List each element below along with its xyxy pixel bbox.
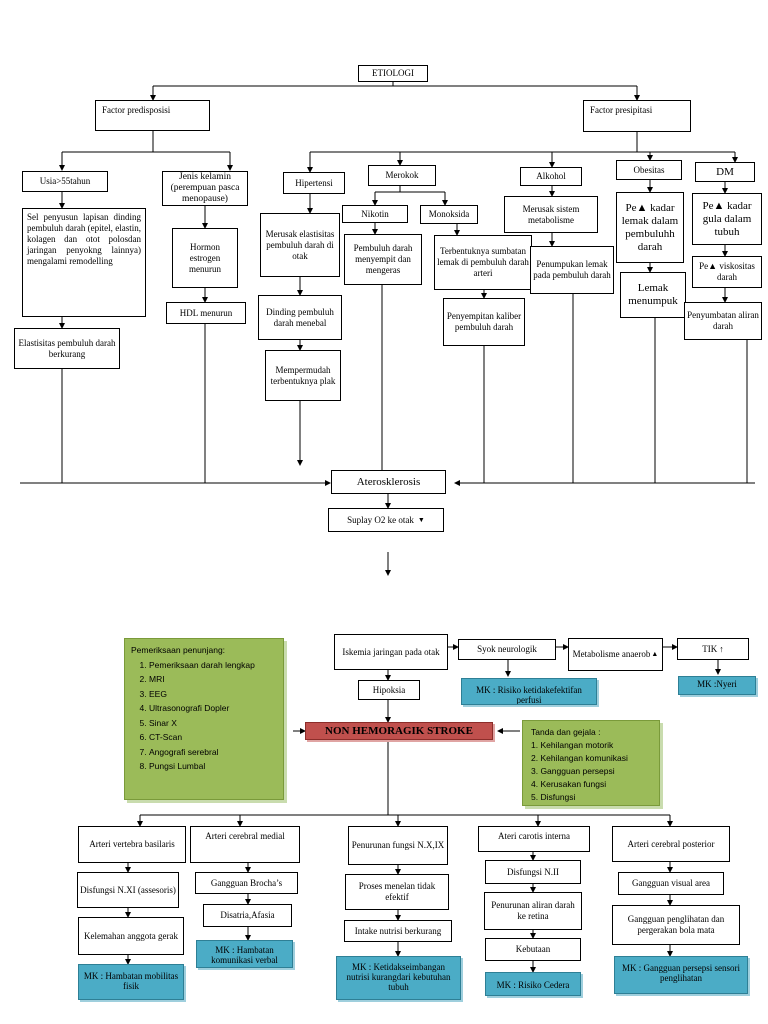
sumbatan-box: Terbentuknya sumbatan lemak di pembuluh … <box>434 235 532 290</box>
mk-persepsi-box: MK : Gangguan persepsi sensori penglihat… <box>614 956 748 994</box>
nikotin-box: Nikotin <box>342 205 408 223</box>
disfungsi-ii-box: Disfungsi N.II <box>485 860 581 884</box>
metabolisme-anaerob-box: Metabolisme anaerob ▲ <box>568 638 663 671</box>
gejala-item: 5. Disfungsi <box>531 792 576 802</box>
pemeriksaan-item: MRI <box>149 672 277 687</box>
factor-presipitasi-box: Factor presipitasi <box>583 100 691 132</box>
mk-nutrisi-box: MK : Ketidakseimbangan nutrisi kurangdar… <box>336 956 461 1000</box>
kadar-gula-box: Pe▲ kadar gula dalam tubuh <box>692 193 762 245</box>
merusak-sistem-box: Merusak sistem metabolisme <box>504 196 598 233</box>
sel-penyusun-box: Sel penyusun lapisan dinding pembuluh da… <box>22 208 146 317</box>
pembuluh-menyempit-box: Pembuluh darah menyempit dan mengeras <box>344 234 422 285</box>
mempermudah-box: Mempermudah terbentuknya plak <box>265 350 341 401</box>
suplay-o2-box: Suplay O2 ke otak ▼ <box>328 508 444 532</box>
dinding-box: Dinding pembuluh darah menebal <box>258 295 342 340</box>
factor-predisposisi-box: Factor predisposisi <box>95 100 210 131</box>
tanda-gejala-box: Tanda dan gejala : 1. Kehilangan motorik… <box>522 720 660 806</box>
mk-perfusi-box: MK : Risiko ketidakefektifan perfusi <box>461 678 597 705</box>
proses-menelan-box: Proses menelan tidak efektif <box>345 874 449 910</box>
iskemia-box: Iskemia jaringan pada otak <box>334 634 448 670</box>
metabolisme-label: Metabolisme anaerob <box>572 649 651 659</box>
mk-cedera-box: MK : Risiko Cedera <box>485 972 581 996</box>
arteri-vertebra-box: Arteri vertebra basilaris <box>78 826 186 863</box>
pemeriksaan-list: Pemeriksaan darah lengkap MRI EEG Ultras… <box>131 658 277 774</box>
gejala-item: 2. Kehilangan komunikasi <box>531 753 628 763</box>
pemeriksaan-item: Ultrasonografi Dopler <box>149 701 277 716</box>
non-hemoragik-stroke-banner: NON HEMORAGIK STROKE <box>305 722 493 740</box>
tik-box: TIK ↑ <box>677 638 749 660</box>
hipertensi-box: Hipertensi <box>283 172 345 194</box>
viskositas-box: Pe▲ viskositas darah <box>692 256 762 288</box>
monoksida-box: Monoksida <box>420 205 478 224</box>
intake-nutrisi-box: Intake nutrisi berkurang <box>344 920 452 942</box>
kadar-lemak-box: Pe▲ kadar lemak dalam pembuluhh darah <box>616 192 684 263</box>
hipoksia-box: Hipoksia <box>358 680 420 700</box>
alkohol-box: Alkohol <box>520 167 582 186</box>
penumpukan-box: Penumpukan lemak pada pembuluh darah <box>530 246 614 294</box>
gejala-item: 1. Kehilangan motorik <box>531 740 614 750</box>
penyempitan-box: Penyempitan kaliber pembuluh darah <box>443 298 525 346</box>
mk-nyeri-box: MK :Nyeri <box>678 676 756 695</box>
arteri-posterior-box: Arteri cerebral posterior <box>612 826 730 862</box>
usia-box: Usia>55tahun <box>22 171 108 192</box>
pemeriksaan-title: Pemeriksaan penunjang: <box>131 645 226 655</box>
elastisitas-berkurang-box: Elastisitas pembuluh darah berkurang <box>14 328 120 369</box>
gejala-item: 4. Kerusakan fungsi <box>531 779 607 789</box>
pemeriksaan-item: Sinar X <box>149 716 277 731</box>
kelemahan-box: Kelemahan anggota gerak <box>78 917 184 955</box>
up-arrow-icon: ▲ <box>651 650 659 658</box>
hormon-box: Hormon estrogen menurun <box>172 228 238 288</box>
jenis-kelamin-box: Jenis kelamin (perempuan pasca menopause… <box>162 171 248 206</box>
obesitas-box: Obesitas <box>616 160 682 180</box>
carotis-box: Ateri carotis interna <box>478 826 590 852</box>
broca-box: Gangguan Brocha’s <box>195 872 298 894</box>
pemeriksaan-item: EEG <box>149 687 277 702</box>
suplay-o2-label: Suplay O2 ke otak <box>347 514 414 525</box>
disfungsi-xi-box: Disfungsi N.XI (assesoris) <box>77 872 179 908</box>
penyumbatan-box: Penyumbatan aliran darah <box>684 302 762 340</box>
syok-neurologik-box: Syok neurologik <box>458 639 556 660</box>
down-arrow-icon: ▼ <box>417 515 425 524</box>
hdl-box: HDL menurun <box>166 302 246 324</box>
mk-komunikasi-box: MK : Hambatan komunikasi verbal <box>196 940 293 968</box>
aterosklerosis-box: Aterosklerosis <box>331 470 446 494</box>
pemeriksaan-penunjang-box: Pemeriksaan penunjang: Pemeriksaan darah… <box>124 638 284 800</box>
kebutaan-box: Kebutaan <box>485 938 581 961</box>
etiologi-box: ETIOLOGI <box>358 65 428 82</box>
pemeriksaan-item: Pungsi Lumbal <box>149 759 277 774</box>
mk-mobilitas-box: MK : Hambatan mobilitas fisik <box>78 964 184 1000</box>
pemeriksaan-item: Pemeriksaan darah lengkap <box>149 658 277 673</box>
gejala-title: Tanda dan gejala : <box>531 727 601 737</box>
tik-up-arrow-icon: ↑ <box>719 643 724 654</box>
penglihatan-box: Gangguan penglihatan dan pergerakan bola… <box>612 905 740 945</box>
arteri-medial-box: Arteri cerebral medial <box>190 826 300 863</box>
disatria-box: Disatria,Afasia <box>203 904 292 927</box>
penurunan-aliran-box: Penurunan aliran darah ke retina <box>484 892 582 930</box>
penurunan-fungsi-box: Penurunan fungsi N.X,IX <box>348 826 448 865</box>
pemeriksaan-item: CT-Scan <box>149 730 277 745</box>
merusak-elastisitas-box: Merusak elastisitas pembuluh darah di ot… <box>260 213 340 277</box>
visual-area-box: Gangguan visual area <box>618 872 724 895</box>
merokok-box: Merokok <box>368 165 436 186</box>
tik-label: TIK <box>702 643 718 654</box>
lemak-menumpuk-box: Lemak menumpuk <box>620 272 686 318</box>
dm-box: DM <box>695 162 755 182</box>
pemeriksaan-item: Angografi serebral <box>149 745 277 760</box>
gejala-item: 3. Gangguan persepsi <box>531 766 615 776</box>
